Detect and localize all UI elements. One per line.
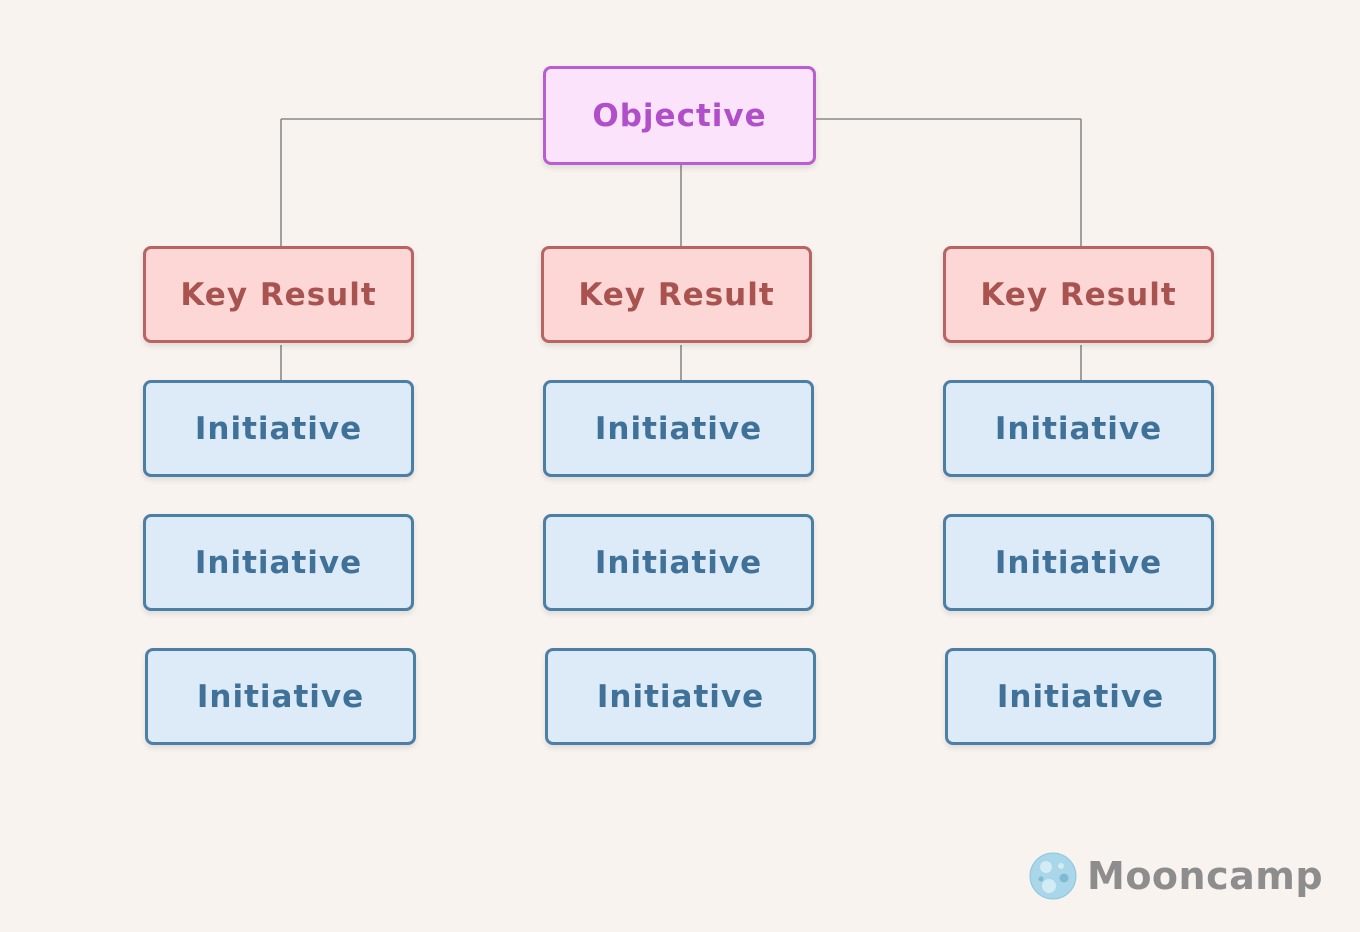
initiative-label: Initiative bbox=[194, 544, 363, 581]
initiative-label: Initiative bbox=[594, 410, 763, 447]
brand-name: Mooncamp bbox=[1087, 854, 1324, 898]
initiative-node-1-2: Initiative bbox=[143, 514, 414, 611]
key-result-node-2: Key Result bbox=[541, 246, 812, 343]
initiative-label: Initiative bbox=[996, 678, 1165, 715]
initiative-node-3-2: Initiative bbox=[943, 514, 1214, 611]
initiative-label: Initiative bbox=[994, 410, 1163, 447]
objective-node: Objective bbox=[543, 66, 816, 165]
brand-logo: Mooncamp bbox=[1029, 851, 1323, 901]
initiative-node-3-3: Initiative bbox=[945, 648, 1216, 745]
key-result-label: Key Result bbox=[578, 276, 775, 313]
key-result-label: Key Result bbox=[980, 276, 1177, 313]
objective-label: Objective bbox=[592, 97, 767, 134]
key-result-label: Key Result bbox=[180, 276, 377, 313]
key-result-node-1: Key Result bbox=[143, 246, 414, 343]
initiative-node-2-3: Initiative bbox=[545, 648, 816, 745]
initiative-node-2-1: Initiative bbox=[543, 380, 814, 477]
initiative-node-3-1: Initiative bbox=[943, 380, 1214, 477]
key-result-node-3: Key Result bbox=[943, 246, 1214, 343]
initiative-label: Initiative bbox=[196, 678, 365, 715]
initiative-label: Initiative bbox=[596, 678, 765, 715]
initiative-node-1-3: Initiative bbox=[145, 648, 416, 745]
initiative-label: Initiative bbox=[194, 410, 363, 447]
initiative-node-1-1: Initiative bbox=[143, 380, 414, 477]
initiative-node-2-2: Initiative bbox=[543, 514, 814, 611]
moon-icon bbox=[1029, 852, 1077, 900]
initiative-label: Initiative bbox=[594, 544, 763, 581]
initiative-label: Initiative bbox=[994, 544, 1163, 581]
